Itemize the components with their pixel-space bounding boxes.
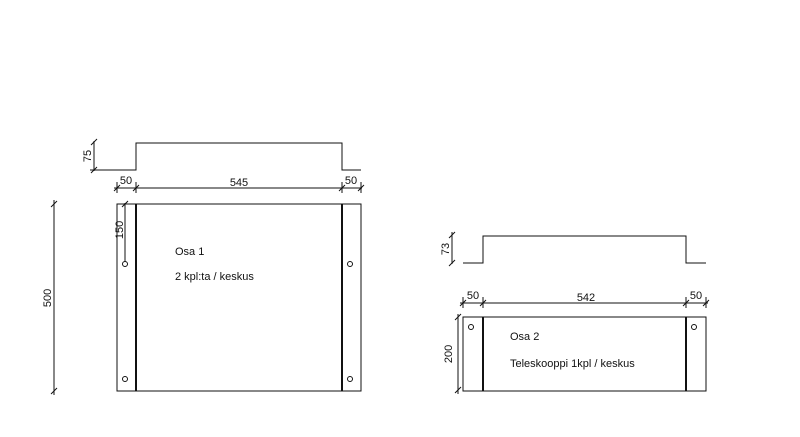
part2-flange-right-label: 50 xyxy=(690,290,702,302)
part1-overall-height-dimension: 500 xyxy=(42,200,58,395)
part2-overall-height-dimension: 200 xyxy=(443,313,462,394)
part2-drawing: 73 50 542 50 200 xyxy=(440,231,710,394)
part1-hole xyxy=(347,376,353,382)
part1-overall-height-label: 500 xyxy=(42,289,54,307)
part1-plate xyxy=(116,203,362,392)
part1-name: Osa 1 xyxy=(175,246,204,258)
part1-profile-height-dimension: 75 xyxy=(82,138,117,174)
part1-quantity: 2 kpl:ta / keskus xyxy=(175,271,254,283)
part2-profile-height-dimension: 73 xyxy=(440,231,456,267)
part2-quantity: Teleskooppi 1kpl / keskus xyxy=(510,358,635,370)
part2-width-label: 542 xyxy=(577,292,595,304)
part1-hole xyxy=(122,376,128,382)
part2-plate xyxy=(462,316,707,392)
part1-profile-outline xyxy=(117,142,361,171)
part1-hole xyxy=(122,261,128,267)
part1-drawing: 75 50 545 50 150 xyxy=(42,138,365,395)
part2-hole xyxy=(468,324,474,330)
part1-hole-offset-label: 150 xyxy=(114,221,126,239)
part1-hole xyxy=(347,261,353,267)
part1-hole-offset-dimension: 150 xyxy=(114,200,129,262)
part1-width-label: 545 xyxy=(230,177,248,189)
part2-overall-height-label: 200 xyxy=(443,345,455,363)
part2-name: Osa 2 xyxy=(510,331,539,343)
part1-flange-right-label: 50 xyxy=(345,175,357,187)
part2-width-dimension-chain: 50 542 50 xyxy=(459,290,710,308)
part2-flange-left-label: 50 xyxy=(467,290,479,302)
part1-flange-left-label: 50 xyxy=(120,175,132,187)
part1-profile-height-label: 75 xyxy=(82,150,94,162)
part2-hole xyxy=(691,324,697,330)
part2-profile-outline xyxy=(463,235,706,264)
part2-profile-height-label: 73 xyxy=(440,243,452,255)
part1-width-dimension-chain: 50 545 50 xyxy=(113,175,365,193)
